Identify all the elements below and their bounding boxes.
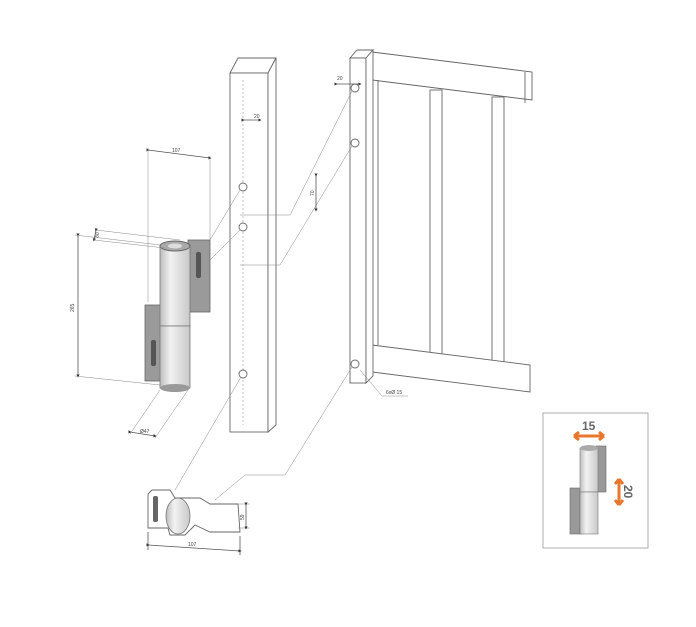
dim-hinge-width: 107 <box>172 148 181 154</box>
dim-post-offset: 20 <box>254 114 260 120</box>
post-hole <box>238 222 248 232</box>
fence-post <box>229 57 277 433</box>
dim-holes: 6xØ 15 <box>386 390 402 396</box>
dim-bottom-depth: 59 <box>240 514 246 520</box>
gate-frame <box>349 48 533 393</box>
dim-plate-offset: 50 <box>94 231 101 238</box>
post-hole <box>238 369 248 379</box>
dim-gate-offset: 20 <box>337 76 343 82</box>
gate-hole <box>350 83 360 93</box>
dim-barrel-diameter: Ø47 <box>140 429 150 435</box>
dimension-lines <box>74 82 408 439</box>
dim-bottom-width: 107 <box>188 542 197 548</box>
post-hole <box>238 182 248 192</box>
adjustment-inset <box>542 412 649 549</box>
inset-vertical-label: 20 <box>621 485 635 499</box>
dim-hinge-height: 265 <box>70 303 76 312</box>
gate-hole <box>350 138 360 148</box>
hinge-top-view <box>146 489 250 555</box>
inset-horizontal-label: 15 <box>582 419 596 433</box>
hinge-assembly <box>144 239 211 392</box>
dim-hole-spacing: 70 <box>310 190 316 196</box>
gate-hole <box>350 359 360 369</box>
